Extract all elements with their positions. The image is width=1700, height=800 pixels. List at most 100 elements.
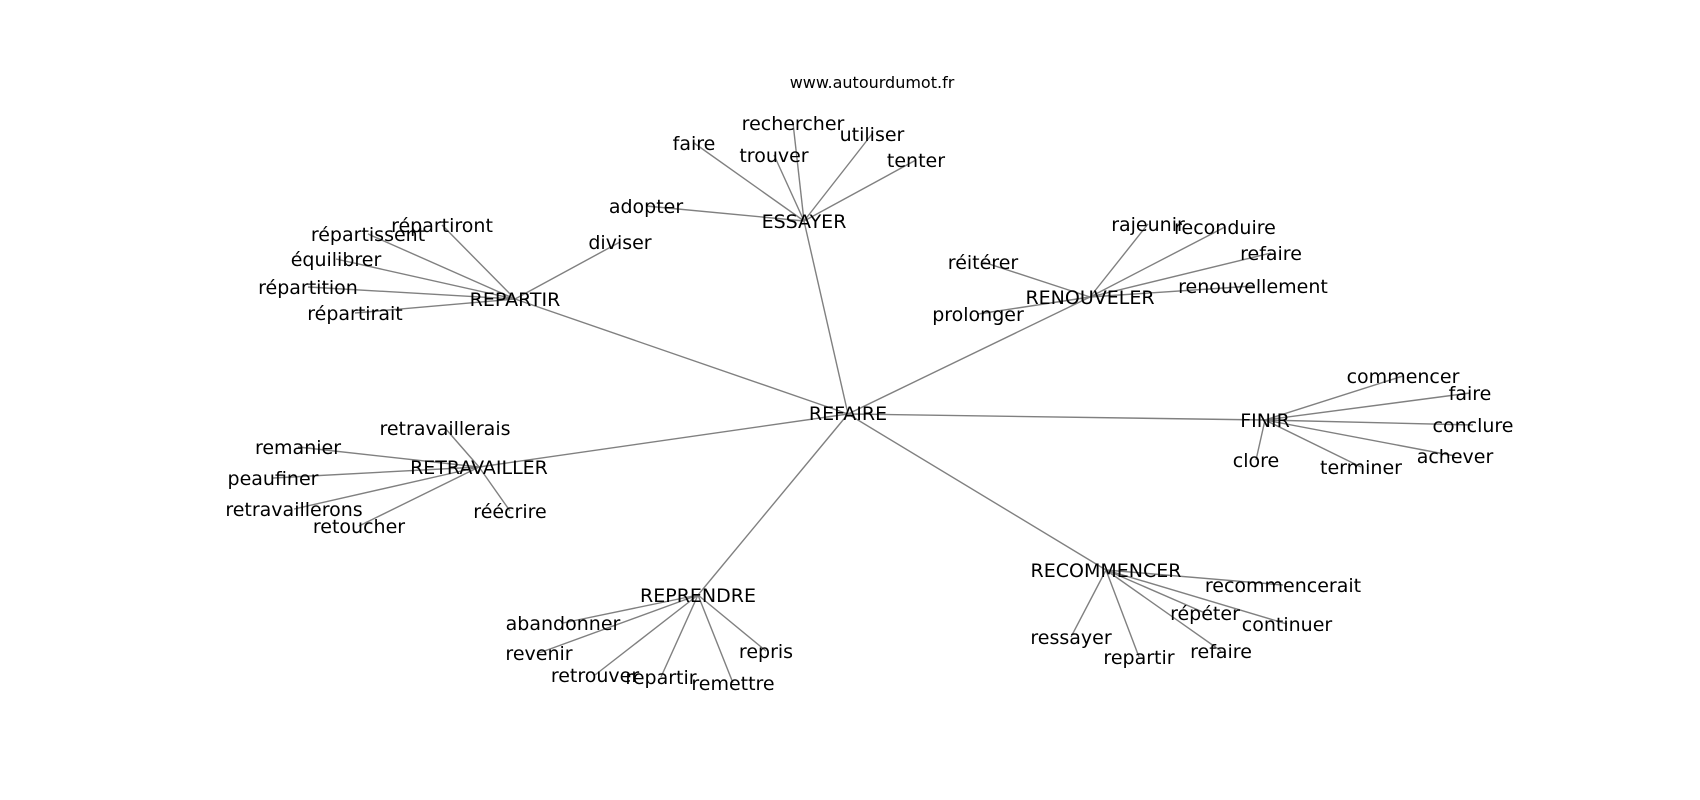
- edge-recommencer-2: [1105, 569, 1288, 625]
- word-node-recommencer-5[interactable]: repartir: [1103, 647, 1174, 669]
- edge-repartir-3: [307, 286, 516, 300]
- word-node-essayer-0[interactable]: faire: [673, 133, 716, 155]
- word-node-finir-2[interactable]: conclure: [1433, 415, 1514, 437]
- edge-center-retravailler: [478, 413, 849, 468]
- word-node-finir-0[interactable]: commencer: [1347, 366, 1460, 388]
- word-node-recommencer-3[interactable]: refaire: [1190, 641, 1252, 663]
- edge-reprendre-0: [562, 594, 699, 624]
- word-node-retravailler-5[interactable]: réécrire: [473, 501, 546, 523]
- word-node-essayer-2[interactable]: trouver: [739, 145, 808, 167]
- edge-finir-1: [1264, 392, 1471, 421]
- word-node-recommencer-2[interactable]: continuer: [1242, 614, 1333, 636]
- word-node-reprendre-1[interactable]: revenir: [505, 643, 572, 665]
- edge-renouveler-1: [1089, 226, 1226, 298]
- word-node-renouveler-0[interactable]: rajeunir: [1111, 214, 1185, 236]
- word-node-finir-3[interactable]: achever: [1417, 446, 1494, 468]
- edge-repartir-4: [354, 298, 516, 314]
- word-node-finir-4[interactable]: terminer: [1320, 457, 1402, 479]
- edge-finir-5: [1255, 419, 1266, 461]
- edge-repartir-2: [335, 258, 516, 300]
- edge-essayer-1: [792, 122, 805, 222]
- word-node-renouveler-2[interactable]: refaire: [1240, 243, 1302, 265]
- word-node-finir-1[interactable]: faire: [1449, 383, 1492, 405]
- edge-essayer-4: [803, 159, 917, 222]
- edge-renouveler-2: [1089, 252, 1272, 298]
- edge-retravailler-3: [293, 466, 480, 510]
- hub-node-retravailler[interactable]: RETRAVAILLER: [410, 457, 548, 479]
- edge-renouveler-5: [977, 296, 1091, 315]
- word-node-repartir-3[interactable]: répartition: [258, 277, 358, 299]
- hub-node-essayer[interactable]: ESSAYER: [762, 211, 847, 233]
- word-node-retravailler-3[interactable]: retravaillerons: [225, 499, 362, 521]
- word-node-repartir-5[interactable]: diviser: [588, 232, 651, 254]
- hub-node-recommencer[interactable]: RECOMMENCER: [1031, 560, 1182, 582]
- word-node-essayer-1[interactable]: rechercher: [742, 113, 845, 135]
- word-node-repartir-0[interactable]: répartiront: [391, 215, 493, 237]
- word-node-essayer-5[interactable]: adopter: [609, 196, 684, 218]
- center-node-label[interactable]: REFAIRE: [809, 403, 887, 425]
- word-node-renouveler-1[interactable]: reconduire: [1174, 217, 1276, 239]
- hub-node-renouveler[interactable]: RENOUVELER: [1025, 287, 1154, 309]
- word-node-retravailler-1[interactable]: remanier: [255, 437, 341, 459]
- edge-center-finir: [847, 413, 1266, 421]
- hub-node-finir[interactable]: FINIR: [1240, 410, 1290, 432]
- edge-center-essayer: [803, 220, 849, 415]
- edge-reprendre-5: [697, 594, 767, 652]
- word-node-reprendre-0[interactable]: abandonner: [506, 613, 621, 635]
- edge-finir-4: [1264, 419, 1362, 468]
- edge-reprendre-1: [538, 594, 699, 654]
- edge-center-repartir: [514, 298, 849, 415]
- graph-labels: www.autourdumot.fr REFAIRE faire recherch…: [225, 73, 1513, 695]
- edge-center-recommencer: [847, 413, 1107, 571]
- edge-renouveler-3: [982, 261, 1091, 298]
- edge-repartir-0: [441, 224, 516, 300]
- edge-center-renouveler: [847, 296, 1091, 415]
- word-node-retravailler-4[interactable]: retoucher: [313, 516, 405, 538]
- word-node-repartir-4[interactable]: répartirait: [307, 303, 403, 325]
- edge-recommencer-3: [1105, 569, 1222, 652]
- word-node-renouveler-5[interactable]: prolonger: [932, 304, 1024, 326]
- word-node-essayer-3[interactable]: utiliser: [840, 124, 905, 146]
- word-node-essayer-4[interactable]: tenter: [887, 150, 945, 172]
- edge-recommencer-5: [1105, 569, 1140, 658]
- edge-finir-0: [1264, 375, 1404, 421]
- graph-edges: [272, 122, 1474, 684]
- word-node-recommencer-1[interactable]: répéter: [1170, 603, 1240, 625]
- edge-essayer-2: [773, 154, 805, 222]
- edge-recommencer-0: [1105, 569, 1284, 586]
- edge-recommencer-1: [1105, 569, 1206, 614]
- word-node-renouveler-4[interactable]: renouvellement: [1178, 276, 1328, 298]
- edge-repartir-1: [367, 233, 516, 300]
- edge-retravailler-2: [272, 466, 480, 479]
- edge-retravailler-4: [358, 466, 480, 527]
- word-node-recommencer-4[interactable]: ressayer: [1030, 627, 1111, 649]
- edge-center-reprendre: [697, 413, 849, 596]
- word-node-finir-5[interactable]: clore: [1233, 450, 1279, 472]
- word-node-repartir-1[interactable]: répartissent: [311, 224, 425, 246]
- word-node-retravailler-2[interactable]: peaufiner: [228, 468, 319, 490]
- word-node-retravailler-0[interactable]: retravaillerais: [379, 418, 510, 440]
- word-node-reprendre-2[interactable]: retrouver: [551, 665, 640, 687]
- edge-renouveler-0: [1089, 223, 1149, 298]
- edge-essayer-3: [803, 133, 873, 222]
- word-node-reprendre-4[interactable]: remettre: [691, 673, 774, 695]
- hub-node-reprendre[interactable]: REPRENDRE: [640, 585, 756, 607]
- site-url[interactable]: www.autourdumot.fr: [790, 73, 955, 92]
- word-node-repartir-2[interactable]: équilibrer: [291, 249, 382, 271]
- edge-repartir-5: [514, 241, 621, 300]
- edge-retravailler-5: [478, 466, 511, 512]
- edge-retravailler-1: [297, 446, 480, 468]
- edge-essayer-0: [693, 142, 805, 222]
- word-node-renouveler-3[interactable]: réitérer: [948, 252, 1019, 274]
- edge-essayer-5: [645, 205, 805, 222]
- edge-recommencer-4: [1070, 569, 1107, 638]
- hub-node-repartir[interactable]: REPARTIR: [470, 289, 561, 311]
- word-node-recommencer-0[interactable]: recommencerait: [1205, 575, 1361, 597]
- edge-reprendre-3: [660, 594, 699, 678]
- word-node-reprendre-5[interactable]: repris: [739, 641, 793, 663]
- edge-finir-3: [1264, 419, 1456, 457]
- edge-renouveler-4: [1089, 285, 1254, 298]
- word-node-reprendre-3[interactable]: repartir: [625, 667, 696, 689]
- edge-reprendre-4: [697, 594, 734, 684]
